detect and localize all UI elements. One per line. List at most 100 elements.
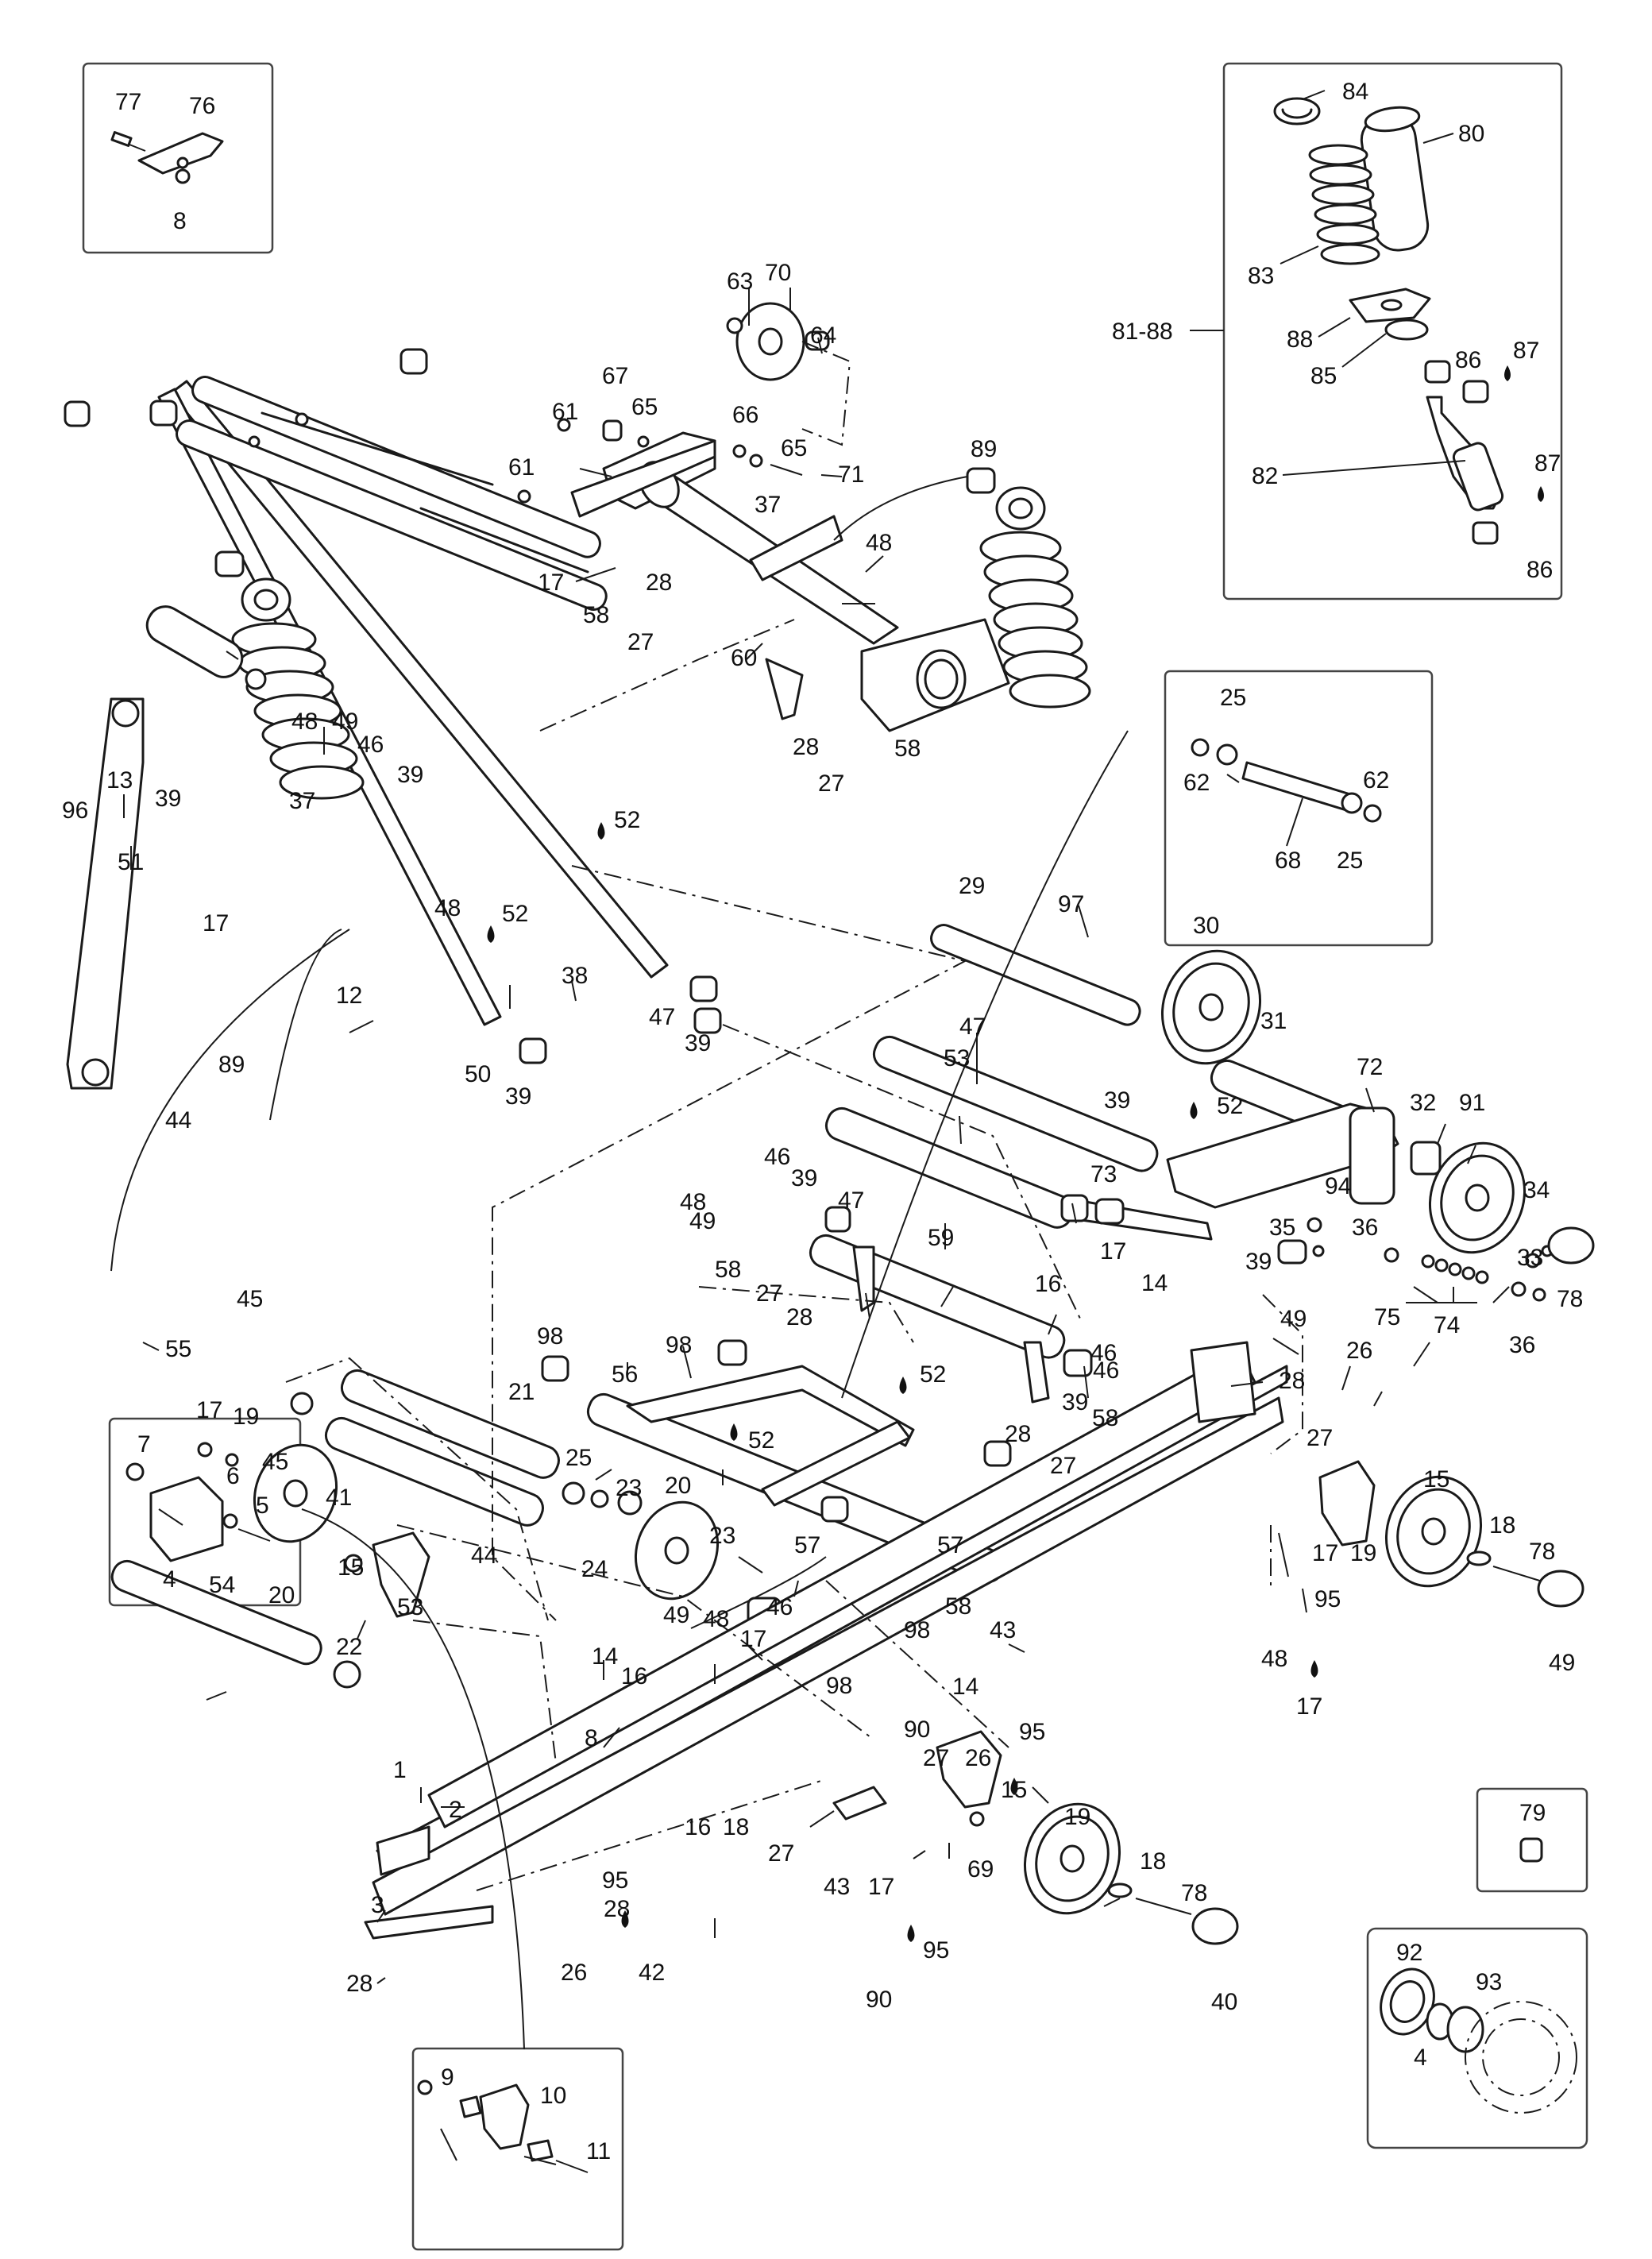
callout: 9	[441, 2064, 454, 2091]
callout: 93	[1476, 1969, 1502, 1995]
callout: 65	[781, 435, 807, 461]
reference-line-k	[476, 1778, 827, 1891]
callout: 22	[336, 1634, 362, 1660]
inset-frame-9-11	[411, 2047, 624, 2251]
callout: 54	[209, 1572, 235, 1598]
shaft-41-44	[290, 1392, 643, 1527]
callout: 97	[1058, 891, 1084, 917]
callout: 18	[723, 1814, 749, 1840]
callout: 52	[1217, 1093, 1243, 1119]
callout: 89	[971, 436, 997, 462]
callout: 95	[602, 1867, 628, 1894]
callout: 16	[685, 1814, 711, 1840]
callout: 29	[959, 873, 985, 899]
callout: 15	[1001, 1777, 1027, 1803]
callout: 31	[1260, 1008, 1287, 1034]
callout: 76	[189, 93, 215, 119]
callout: 39	[397, 762, 423, 788]
callout: 47	[649, 1004, 675, 1030]
callout: 52	[920, 1361, 946, 1388]
callout: 87	[1513, 338, 1539, 364]
callout: 65	[631, 394, 658, 420]
callout: 90	[866, 1987, 892, 2013]
callout: 28	[646, 570, 672, 596]
callout: 71	[838, 461, 864, 488]
cross-shaft-60	[570, 431, 1010, 732]
callout: 27	[768, 1840, 794, 1867]
callout: 61	[508, 454, 535, 481]
callout: 37	[289, 788, 315, 814]
callout: 84	[1342, 79, 1368, 105]
shock-absorber-top	[966, 467, 1091, 709]
shaft-68-set	[1191, 738, 1382, 823]
inset-frame-62-68	[1164, 670, 1434, 947]
callout: 5	[256, 1492, 269, 1519]
callout: 82	[1252, 463, 1278, 489]
callout: 39	[1245, 1249, 1272, 1275]
callout: 17	[1312, 1540, 1338, 1566]
callout: 24	[581, 1556, 608, 1582]
callout: 42	[639, 1960, 665, 1986]
bracket-9	[417, 2079, 589, 2173]
callout: 58	[715, 1257, 741, 1283]
callout: 15	[338, 1554, 364, 1581]
callout: 49	[663, 1602, 689, 1628]
plate-42	[832, 1786, 887, 1821]
shock-absorber-lower	[145, 550, 365, 800]
reference-line-f	[1262, 1294, 1303, 1454]
callout: 52	[502, 901, 528, 927]
inset-frame-40	[1476, 1787, 1588, 1893]
callout: 26	[561, 1960, 587, 1986]
callout: 19	[1064, 1804, 1090, 1830]
callout: 39	[1104, 1087, 1130, 1114]
callout: 10	[540, 2083, 566, 2109]
callout: 57	[794, 1532, 820, 1558]
callout: 50	[465, 1061, 491, 1087]
route-arrow-1	[833, 476, 968, 541]
callout: 15	[1423, 1466, 1449, 1492]
callout-leaders	[123, 90, 1510, 2165]
callout: 78	[1181, 1880, 1207, 1906]
route-arrow-4	[110, 929, 350, 1272]
callout: 49	[1280, 1306, 1307, 1332]
callout: 32	[1410, 1090, 1436, 1116]
callout: 34	[1523, 1177, 1550, 1203]
callout: 17	[740, 1626, 766, 1652]
route-arrow-6	[690, 1556, 827, 1629]
callout: 39	[685, 1030, 711, 1056]
callout: 49	[332, 709, 358, 735]
callout: 18	[1140, 1848, 1166, 1875]
callout: 95	[1314, 1586, 1341, 1612]
callout: 28	[786, 1304, 812, 1330]
callout: 79	[1519, 1800, 1546, 1826]
reference-line-h	[698, 1286, 914, 1343]
callout: 48	[680, 1189, 706, 1215]
callout: 13	[106, 767, 133, 794]
callout: 20	[268, 1582, 295, 1608]
callout: 48	[703, 1606, 729, 1632]
callout: 90	[904, 1716, 930, 1743]
callout: 48	[1261, 1646, 1287, 1672]
shaft-29	[930, 924, 1141, 1026]
callout: 18	[1489, 1512, 1515, 1539]
callout: 36	[1352, 1214, 1378, 1241]
callout: 43	[990, 1617, 1016, 1643]
callout: 92	[1396, 1940, 1422, 1966]
callout: 47	[838, 1187, 864, 1214]
callout: 46	[357, 732, 384, 758]
callout: 41	[326, 1485, 352, 1511]
callout: 95	[1019, 1719, 1045, 1745]
callout: 98	[537, 1323, 563, 1350]
callout: 4	[163, 1566, 176, 1593]
wheel-91	[1428, 1141, 1527, 1254]
callout: 94	[1325, 1173, 1351, 1199]
callout: 58	[583, 602, 609, 628]
rear-arm-72	[1060, 1102, 1595, 1269]
callout: 17	[196, 1397, 222, 1423]
callout: 40	[1211, 1989, 1237, 2015]
callout: 78	[1529, 1539, 1555, 1565]
shaft-53-lower	[110, 1559, 361, 1689]
inset-frame-76-77	[82, 62, 274, 254]
block-5	[125, 1462, 271, 1562]
